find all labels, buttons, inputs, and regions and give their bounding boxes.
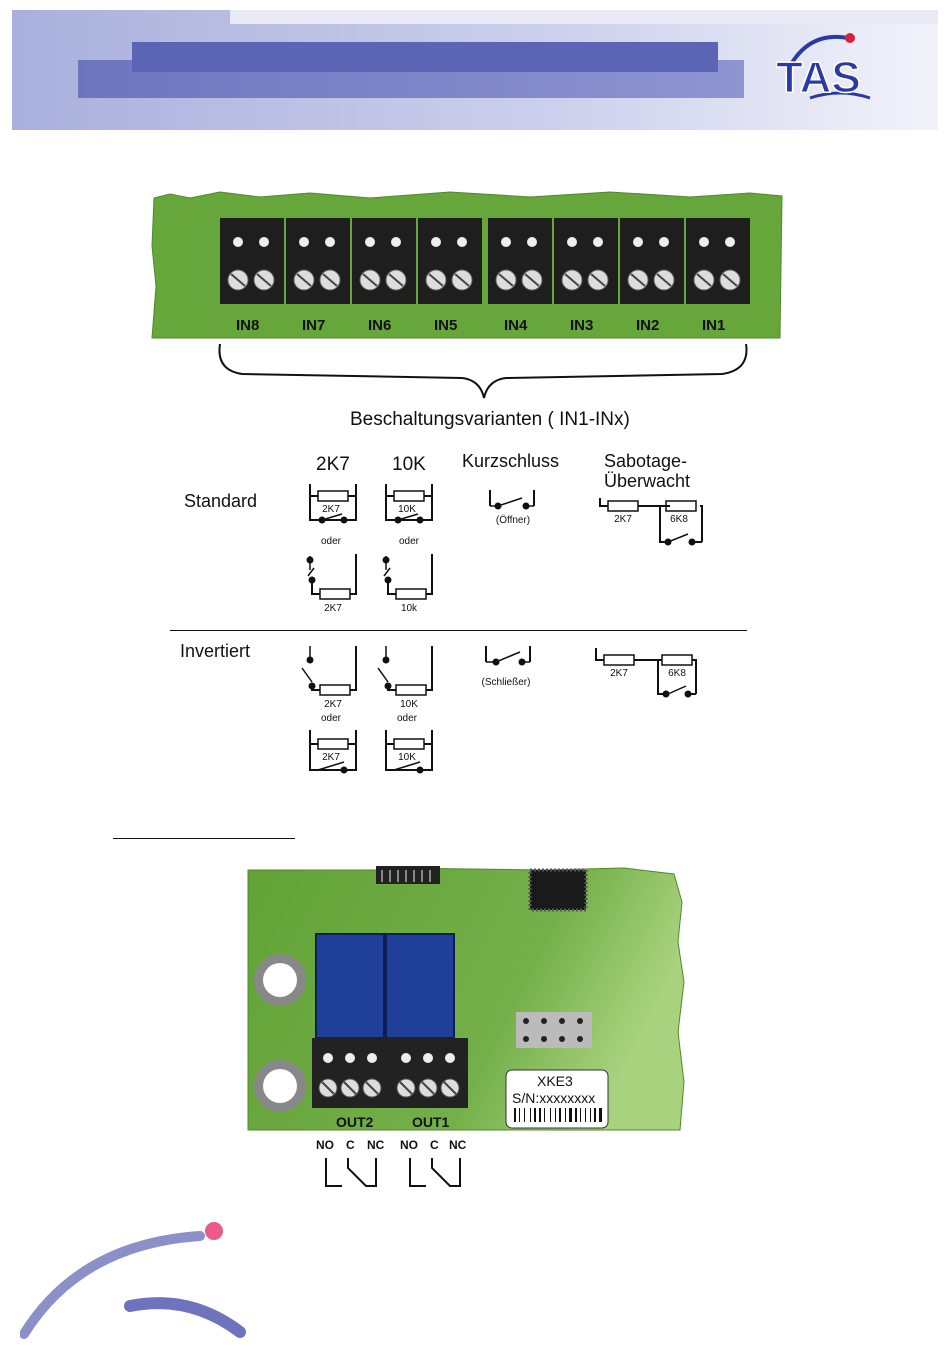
terminal-label-in4: IN4 xyxy=(504,317,527,334)
inv-short-note: (Schließer) xyxy=(476,677,536,688)
std-2k7-series-circuit xyxy=(308,554,357,599)
terminal-label-in3: IN3 xyxy=(570,317,593,334)
contact-nc-2: NC xyxy=(449,1138,466,1152)
std-10k-series-value: 10k xyxy=(396,603,422,614)
inv-2k7-value: 2K7 xyxy=(320,699,346,710)
inv-2k7-series-circuit xyxy=(302,646,356,695)
out2-label: OUT2 xyxy=(336,1114,373,1130)
std-2k7-series-value: 2K7 xyxy=(320,603,346,614)
brace xyxy=(212,342,756,402)
terminal-label-in5: IN5 xyxy=(434,317,457,334)
column-sabotage-1: Sabotage- xyxy=(604,451,687,472)
inv-10k-parallel-value: 10K xyxy=(394,752,420,763)
std-short-note: (Öffner) xyxy=(488,515,538,526)
inv-2k7-parallel-value: 2K7 xyxy=(318,752,344,763)
inv-sab-r1: 2K7 xyxy=(606,668,632,679)
terminal-in1 xyxy=(686,218,750,304)
std-oder-1: oder xyxy=(318,536,344,547)
out1-label: OUT1 xyxy=(412,1114,449,1130)
device-name: XKE3 xyxy=(537,1073,573,1089)
std-short-circuit xyxy=(490,490,534,509)
row-standard: Standard xyxy=(184,491,257,512)
row-inverted: Invertiert xyxy=(180,641,250,662)
inv-oder-1: oder xyxy=(318,713,344,724)
terminal-in8 xyxy=(220,218,284,304)
inv-10k-series-circuit xyxy=(378,646,432,695)
brace-label: Beschaltungsvarianten ( IN1-INx) xyxy=(350,409,630,431)
column-short: Kurzschluss xyxy=(462,451,559,472)
contact-no-1: NO xyxy=(316,1138,334,1152)
inv-10k-value: 10K xyxy=(396,699,422,710)
terminal-in2 xyxy=(620,218,684,304)
std-oder-2: oder xyxy=(396,536,422,547)
output-board xyxy=(244,862,688,1134)
input-terminals xyxy=(220,218,750,306)
relay-contact-symbols xyxy=(318,1154,468,1190)
std-2k7-value: 2K7 xyxy=(318,504,344,515)
std-sab-r1: 2K7 xyxy=(610,514,636,525)
std-10k-value: 10K xyxy=(394,504,420,515)
terminal-label-in8: IN8 xyxy=(236,317,259,334)
terminal-in4 xyxy=(488,218,552,304)
terminal-block-group xyxy=(220,218,750,306)
contact-c-2: C xyxy=(430,1138,439,1152)
terminal-label-in2: IN2 xyxy=(636,317,659,334)
contact-c-1: C xyxy=(346,1138,355,1152)
section-underline xyxy=(113,838,295,839)
terminal-in3 xyxy=(554,218,618,304)
column-10k: 10K xyxy=(392,454,426,476)
contact-nc-1: NC xyxy=(367,1138,384,1152)
terminal-labels: IN8 IN7 IN6 IN5 IN4 IN3 IN2 IN1 xyxy=(220,317,750,337)
contact-no-2: NO xyxy=(400,1138,418,1152)
terminal-label-in1: IN1 xyxy=(702,317,725,334)
column-2k7: 2K7 xyxy=(316,454,350,476)
terminal-label-in6: IN6 xyxy=(368,317,391,334)
terminal-label-in7: IN7 xyxy=(302,317,325,334)
logo-dot xyxy=(845,33,855,43)
std-sab-r2: 6K8 xyxy=(666,514,692,525)
tas-logo: TAS xyxy=(770,26,890,116)
inv-sab-r2: 6K8 xyxy=(664,668,690,679)
terminal-in6 xyxy=(352,218,416,304)
inv-short-circuit xyxy=(486,646,530,665)
serial-number: S/N:xxxxxxxx xyxy=(512,1090,595,1106)
footer-logo-swoosh xyxy=(20,1214,260,1344)
inv-oder-2: oder xyxy=(394,713,420,724)
std-10k-series-circuit xyxy=(384,554,433,599)
logo-text: TAS xyxy=(776,53,861,102)
terminal-in5 xyxy=(418,218,482,304)
terminal-in7 xyxy=(286,218,350,304)
